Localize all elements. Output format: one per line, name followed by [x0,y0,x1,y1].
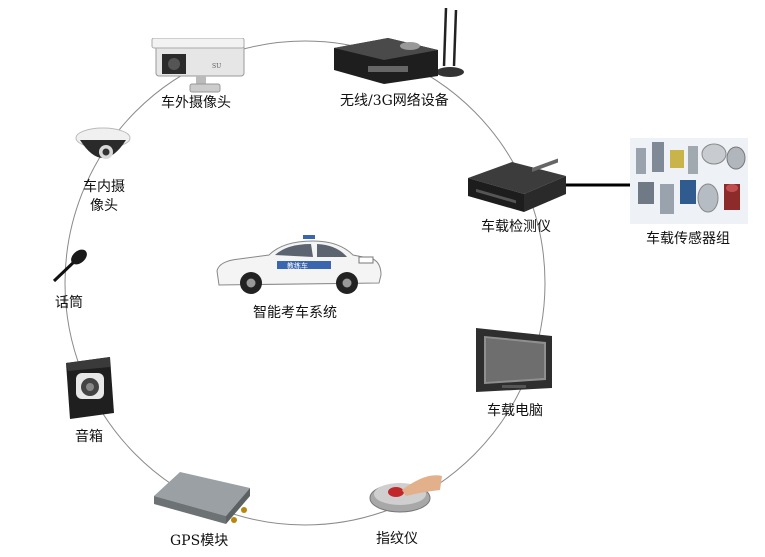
system-ring [64,40,546,526]
gps-module-label: GPS模块 [170,533,229,549]
microphone-label: 话筒 [55,295,83,311]
wireless-3g-device-label: 无线/3G网络设备 [340,93,449,109]
vehicle-detector-label: 车载检测仪 [481,219,551,235]
sensor-group-label: 车载传感器组 [646,231,730,247]
sensor-group-icon [630,138,748,224]
microphone-icon [50,248,90,284]
exam-car-door-text: 教练车 [287,261,308,270]
indoor-camera-label-line2: 像头 [90,198,118,214]
speaker-label: 音箱 [75,429,103,445]
vehicle-computer-icon [472,322,556,394]
exam-car-icon: 教练车 [213,235,383,297]
vehicle-computer-label: 车载电脑 [487,403,543,419]
fingerprint-reader-label: 指纹仪 [376,531,418,547]
outdoor-camera-label: 车外摄像头 [161,95,231,111]
outdoor-camera-icon: SU [148,37,248,96]
indoor-camera-icon [74,124,132,170]
center-system-label: 智能考车系统 [253,305,337,321]
indoor-camera-label-line1: 车内摄 [83,179,125,195]
speaker-icon [60,355,120,421]
svg-text:SU: SU [212,63,221,70]
wireless-3g-device-icon [328,4,468,84]
vehicle-detector-icon [466,156,570,214]
fingerprint-reader-icon [366,468,446,518]
gps-module-icon [150,468,256,526]
